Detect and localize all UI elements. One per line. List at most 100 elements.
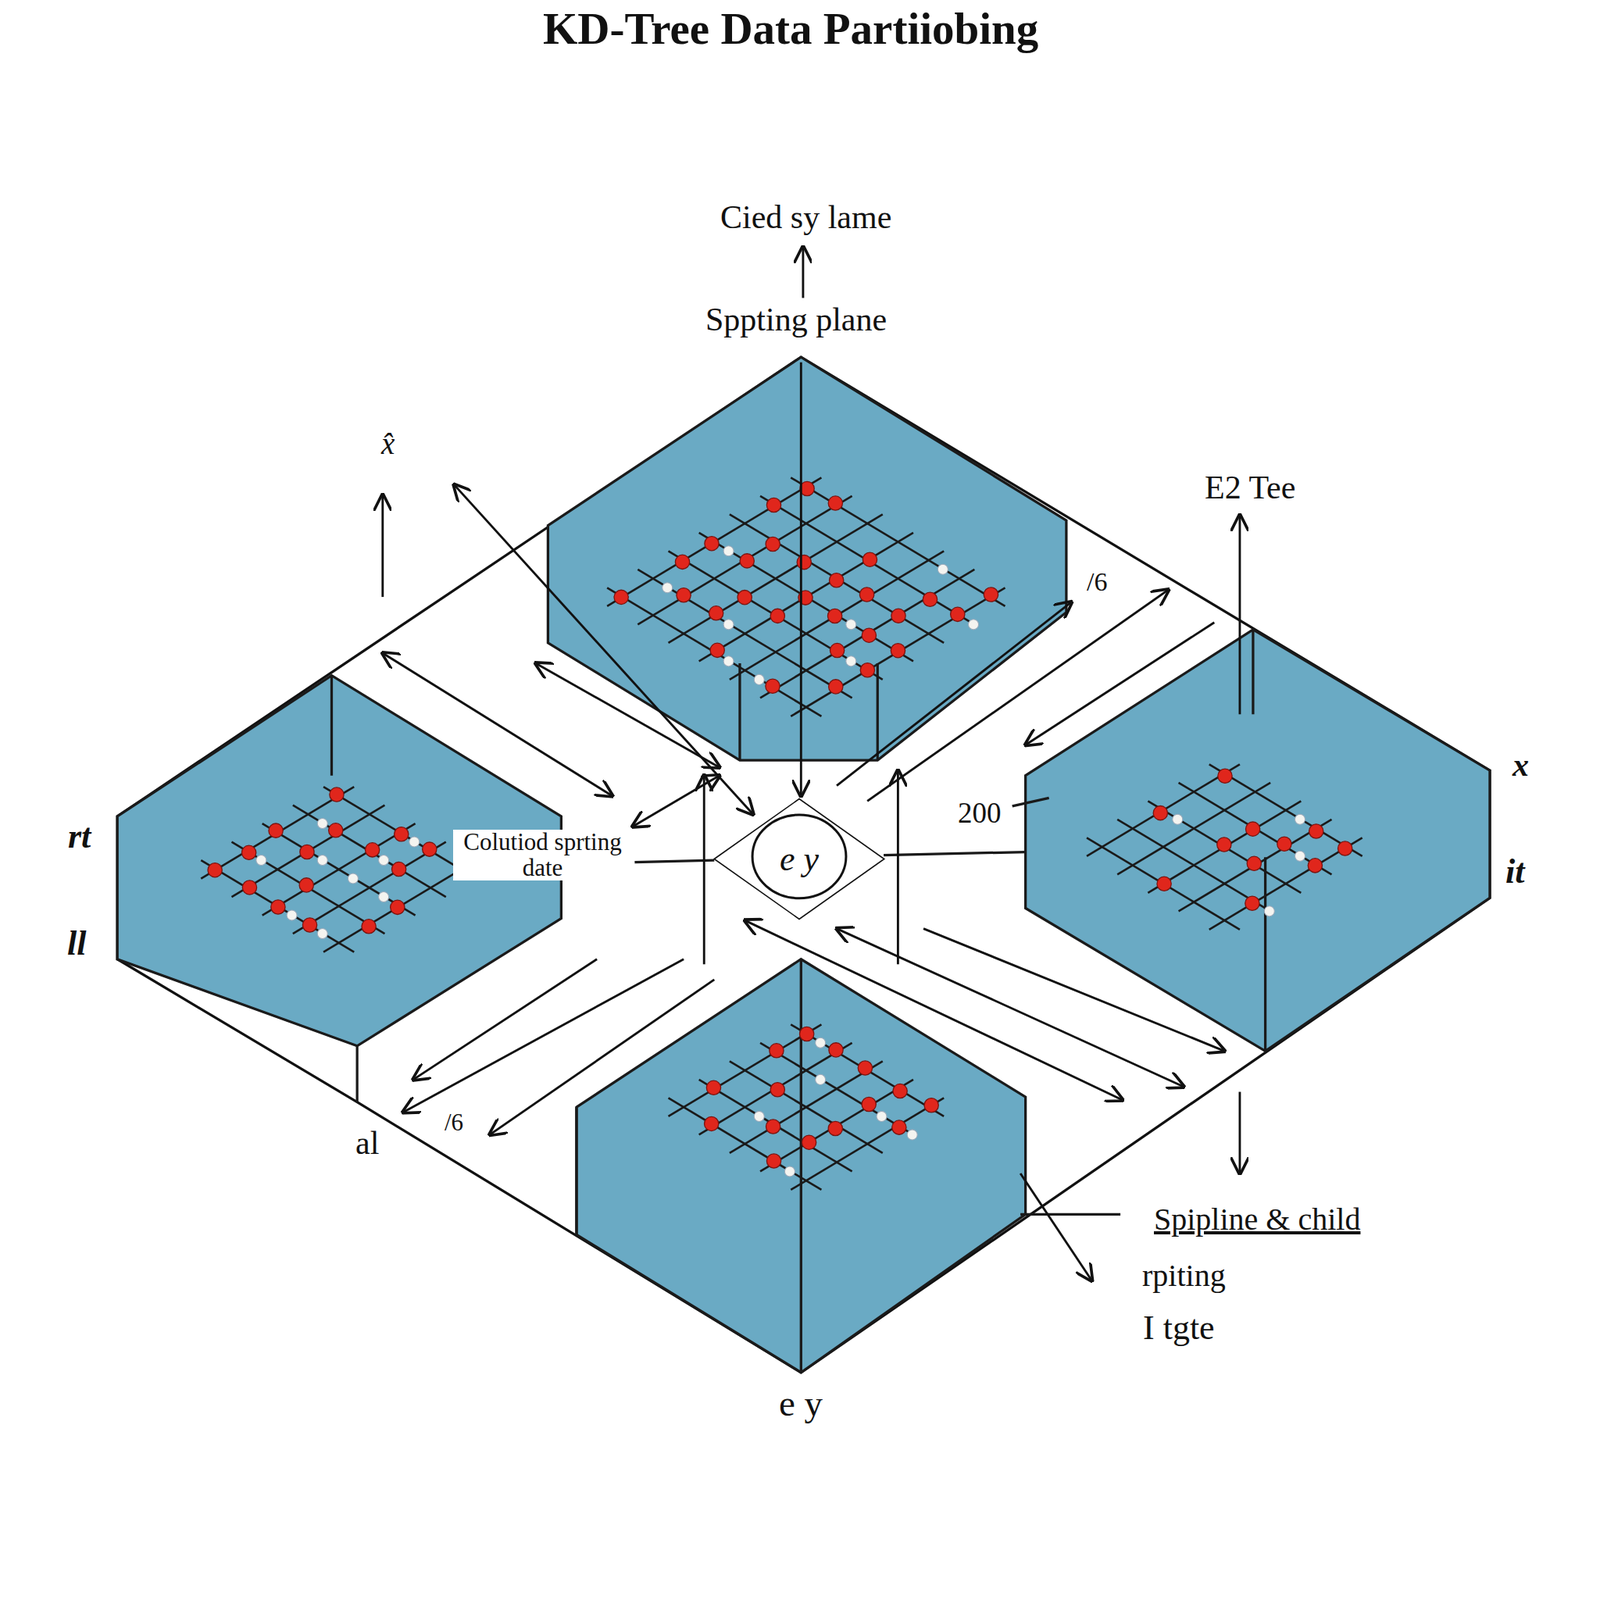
data-point [829, 573, 844, 588]
split-arrow [703, 775, 706, 965]
split-arrow [836, 602, 1072, 786]
grid-line [1178, 782, 1333, 875]
axis-label: x̂ [381, 426, 395, 462]
white-point [1294, 814, 1305, 825]
data-point [765, 536, 780, 551]
data-point [891, 608, 906, 623]
white-point [968, 619, 979, 630]
data-point [1277, 836, 1292, 851]
data-point [890, 643, 905, 658]
data-point [394, 827, 409, 842]
data-point [709, 606, 724, 621]
data-point [861, 1096, 876, 1111]
axis-label: al [355, 1124, 379, 1162]
axis-label: E2 Tee [1204, 468, 1296, 507]
axis-label: rpiting [1142, 1257, 1226, 1294]
white-point [378, 892, 390, 903]
grid-line [1178, 819, 1333, 912]
axis-label: /6 [444, 1108, 464, 1137]
grid-line [292, 805, 447, 898]
data-point [422, 842, 437, 857]
white-point [317, 818, 328, 829]
data-point [828, 1121, 843, 1136]
split-arrows [382, 246, 1240, 1281]
white-point [907, 1129, 918, 1140]
data-point [675, 554, 690, 569]
grid-line [292, 842, 447, 935]
data-point [704, 536, 719, 551]
split-arrow [896, 770, 900, 965]
data-point [801, 1135, 816, 1150]
white-point [1172, 814, 1183, 825]
data-point [1338, 841, 1353, 856]
data-point [796, 554, 811, 569]
point-grids [200, 477, 1362, 1190]
axis-label: /6 [1086, 566, 1108, 597]
grid-line [699, 532, 914, 662]
data-point [328, 823, 343, 838]
grid-line [1209, 837, 1363, 930]
data-point [860, 663, 875, 678]
data-point [739, 553, 754, 568]
data-point [1217, 837, 1232, 852]
split-arrow [382, 653, 613, 797]
data-point [242, 880, 257, 895]
white-point [409, 836, 420, 847]
grid-line [790, 1097, 944, 1190]
grid-line [790, 477, 1005, 607]
data-point [268, 823, 283, 838]
grid-line [760, 496, 975, 625]
data-point [302, 917, 317, 933]
white-point [846, 619, 857, 630]
leader-line [1020, 1213, 1121, 1216]
split-arrow [801, 246, 804, 298]
data-point [1309, 824, 1324, 839]
data-point [1157, 876, 1172, 891]
data-point [765, 1119, 780, 1134]
data-point [329, 787, 344, 802]
grid-line [729, 550, 944, 680]
split-arrow [632, 775, 720, 827]
grid-line [1209, 764, 1363, 857]
split-arrow [923, 928, 1225, 1052]
data-point [241, 845, 256, 860]
grid-line [760, 1042, 914, 1136]
data-point [1153, 805, 1168, 820]
white-point [876, 1110, 887, 1122]
white-point [1264, 906, 1275, 917]
box-edge [1264, 857, 1267, 1051]
axis-label: Cied sy lame [720, 198, 892, 236]
box-edge [1251, 629, 1254, 715]
data-point [827, 608, 842, 623]
white-point [753, 1110, 765, 1122]
data-point [207, 863, 222, 878]
grid-line [1147, 800, 1301, 893]
data-point [892, 1120, 907, 1135]
box-edge [330, 675, 333, 776]
box-edge [738, 663, 741, 761]
partition-boxes [117, 357, 1490, 1373]
white-point [723, 656, 734, 667]
data-point [828, 1042, 843, 1058]
data-point [829, 642, 844, 658]
grid-line [760, 569, 975, 699]
data-point [1245, 821, 1260, 836]
grid-line [729, 1060, 883, 1154]
data-point [828, 679, 843, 694]
data-point [1245, 896, 1260, 911]
grid-line [262, 823, 416, 916]
white-point [662, 582, 673, 593]
white-point [723, 619, 734, 630]
axis-label: rt [67, 817, 91, 858]
data-point [391, 861, 406, 876]
white-point [347, 873, 358, 884]
data-point [862, 552, 877, 567]
data-point [800, 1026, 815, 1041]
data-point [390, 900, 405, 915]
data-point [924, 1098, 939, 1113]
split-arrow [381, 494, 384, 597]
white-point [846, 656, 857, 667]
grid-line [729, 514, 944, 643]
axis-label: e y [778, 1382, 823, 1425]
